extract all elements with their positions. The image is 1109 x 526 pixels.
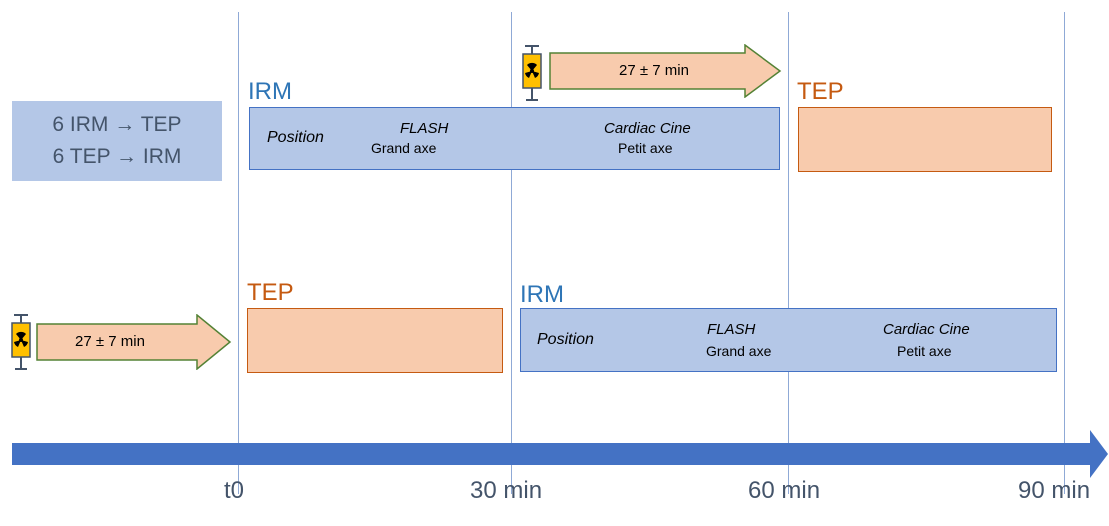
timeline-arrow: [12, 430, 1108, 478]
gridline-90min: [1064, 12, 1065, 494]
delay-arrow-row1: [549, 44, 782, 98]
delay-arrow-row2: [36, 314, 232, 370]
gridline-30min: [511, 12, 512, 494]
tep-scan-block-row1: [798, 107, 1052, 172]
position-label: Position: [267, 129, 324, 146]
tick-label-t0: t0: [224, 477, 245, 504]
cardiac-cine-sublabel: Petit axe: [897, 343, 952, 359]
position-label: Position: [537, 331, 594, 348]
irm-scan-block-row2: Position FLASH Grand axe Cardiac Cine Pe…: [520, 308, 1057, 372]
flash-label: FLASH: [707, 321, 756, 338]
cardiac-cine-sublabel: Petit axe: [618, 140, 673, 156]
delay-label-row1: 27 ± 7 min: [619, 62, 689, 79]
flash-label: FLASH: [400, 120, 449, 137]
legend-line-tep-irm: 6 TEP → IRM: [52, 145, 182, 168]
tick-label-90min: 90 min: [1018, 477, 1091, 504]
gridline-t0: [238, 12, 239, 494]
flash-sublabel: Grand axe: [371, 140, 437, 156]
legend-line-irm-tep: 6 IRM → TEP: [52, 113, 182, 136]
gridline-60min: [788, 12, 789, 494]
tick-label-60min: 60 min: [748, 477, 821, 504]
flash-sublabel: Grand axe: [706, 343, 772, 359]
tep-label-row1: TEP: [797, 78, 844, 105]
radioactive-syringe-icon: [522, 45, 542, 101]
irm-scan-block-row1: Position FLASH Grand axe Cardiac Cine Pe…: [249, 107, 780, 170]
tep-label-row2: TEP: [247, 279, 294, 306]
irm-label-row2: IRM: [520, 281, 564, 308]
tick-label-30min: 30 min: [470, 477, 543, 504]
radioactive-syringe-icon: [11, 314, 31, 370]
delay-label-row2: 27 ± 7 min: [75, 333, 145, 350]
cardiac-cine-label: Cardiac Cine: [883, 321, 970, 338]
cardiac-cine-label: Cardiac Cine: [604, 120, 691, 137]
irm-label-row1: IRM: [248, 78, 292, 105]
tep-scan-block-row2: [247, 308, 503, 373]
protocol-legend: 6 IRM → TEP 6 TEP → IRM: [12, 101, 222, 181]
